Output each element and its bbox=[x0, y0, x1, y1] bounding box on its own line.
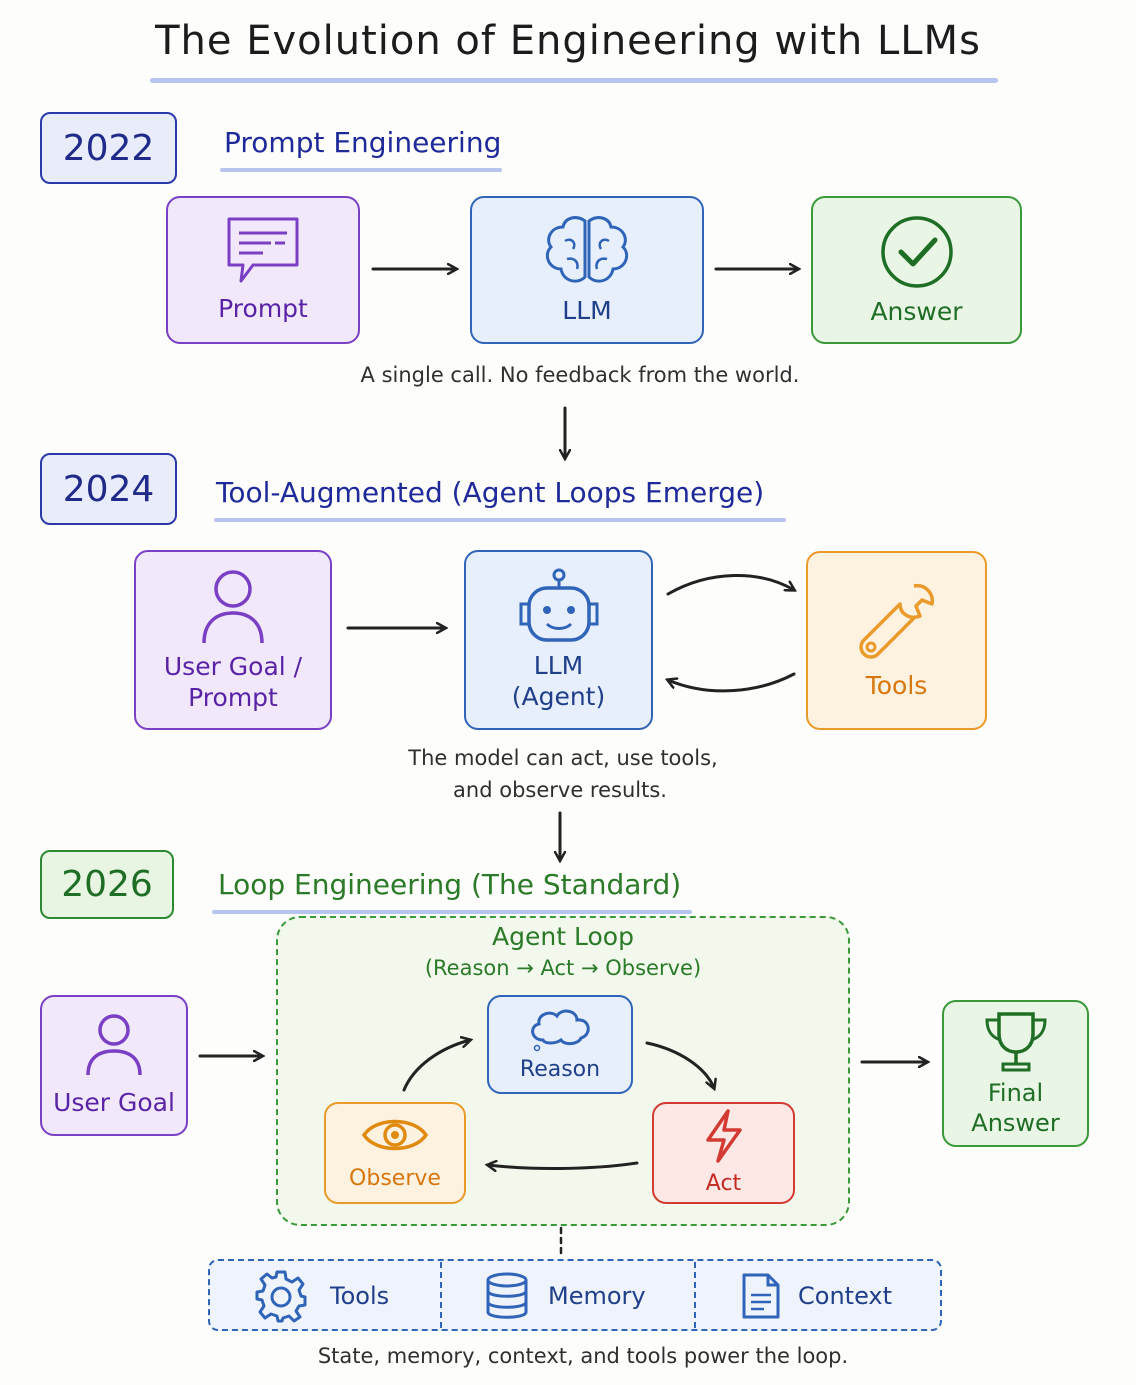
final-answer-line1: Final bbox=[987, 1078, 1044, 1107]
caption-2026: State, memory, context, and tools power … bbox=[317, 1344, 849, 1368]
prompt-box: Prompt bbox=[166, 196, 360, 344]
section-heading-2026: Loop Engineering (The Standard) bbox=[218, 868, 682, 901]
lightning-icon bbox=[705, 1109, 742, 1163]
act-box: Act bbox=[652, 1102, 795, 1204]
heading-underline bbox=[214, 518, 786, 522]
user-icon bbox=[202, 570, 264, 643]
support-context-label: Context bbox=[798, 1282, 893, 1310]
thought-cloud-icon bbox=[531, 1009, 590, 1051]
title-underline bbox=[150, 78, 998, 83]
llm-agent-line2: (Agent) bbox=[511, 682, 606, 711]
llm-agent-box: LLM (Agent) bbox=[464, 550, 653, 730]
caption-2022: A single call. No feedback from the worl… bbox=[360, 363, 800, 387]
chat-bubble-icon bbox=[227, 217, 299, 283]
support-context: Context bbox=[740, 1270, 930, 1322]
arrow-tools-to-llm bbox=[668, 672, 796, 693]
llm-label: LLM bbox=[562, 296, 612, 326]
reason-box: Reason bbox=[487, 995, 633, 1094]
caption-2024-line2: and observe results. bbox=[453, 778, 667, 802]
year-badge-2024: 2024 bbox=[40, 453, 177, 525]
user-goal-2026-label: User Goal bbox=[53, 1087, 175, 1117]
arrow-llm-to-tools bbox=[666, 574, 794, 596]
section-heading-2022: Prompt Engineering bbox=[224, 126, 502, 159]
gear-icon bbox=[255, 1270, 307, 1323]
answer-label: Answer bbox=[870, 297, 963, 327]
user-goal-line2: Prompt bbox=[188, 683, 278, 712]
heading-underline bbox=[220, 168, 502, 172]
database-icon bbox=[486, 1272, 528, 1319]
support-memory: Memory bbox=[484, 1270, 684, 1322]
support-divider bbox=[694, 1262, 696, 1328]
support-tools: Tools bbox=[254, 1270, 434, 1323]
year-badge-2026: 2026 bbox=[40, 850, 174, 919]
agent-loop-subtitle: (Reason → Act → Observe) bbox=[424, 956, 702, 980]
user-goal-2026-box: User Goal bbox=[40, 995, 188, 1136]
reason-label: Reason bbox=[519, 1056, 601, 1082]
user-goal-line1: User Goal / bbox=[163, 651, 303, 681]
trophy-icon bbox=[984, 1011, 1047, 1071]
llm-box: LLM bbox=[470, 196, 704, 344]
answer-box: Answer bbox=[811, 196, 1022, 344]
act-label: Act bbox=[705, 1171, 742, 1197]
support-divider bbox=[440, 1262, 442, 1328]
robot-icon bbox=[519, 568, 598, 642]
caption-2024-line1: The model can act, use tools, bbox=[408, 746, 718, 770]
section-heading-2024: Tool-Augmented (Agent Loops Emerge) bbox=[216, 476, 765, 509]
user-goal-box: User Goal / Prompt bbox=[134, 550, 332, 730]
brain-icon bbox=[545, 216, 629, 284]
support-bar bbox=[208, 1259, 942, 1331]
support-memory-label: Memory bbox=[548, 1282, 646, 1310]
tools-label: Tools bbox=[865, 670, 928, 700]
heading-underline bbox=[212, 910, 692, 914]
observe-box: Observe bbox=[324, 1102, 466, 1204]
prompt-label: Prompt bbox=[218, 294, 308, 324]
year-badge-2022: 2022 bbox=[40, 112, 177, 184]
llm-agent-line1: LLM bbox=[533, 650, 584, 680]
tools-box: Tools bbox=[806, 551, 987, 730]
wrench-icon bbox=[858, 583, 934, 659]
page-title: The Evolution of Engineering with LLMs bbox=[155, 18, 981, 64]
final-answer-box: Final Answer bbox=[942, 1000, 1089, 1147]
document-icon bbox=[742, 1273, 780, 1319]
support-tools-label: Tools bbox=[330, 1282, 390, 1310]
observe-label: Observe bbox=[349, 1166, 441, 1192]
user-icon bbox=[86, 1014, 142, 1075]
check-circle-icon bbox=[880, 216, 953, 289]
agent-loop-title: Agent Loop bbox=[492, 922, 634, 951]
final-answer-line2: Answer bbox=[971, 1108, 1060, 1137]
eye-icon bbox=[361, 1120, 429, 1151]
